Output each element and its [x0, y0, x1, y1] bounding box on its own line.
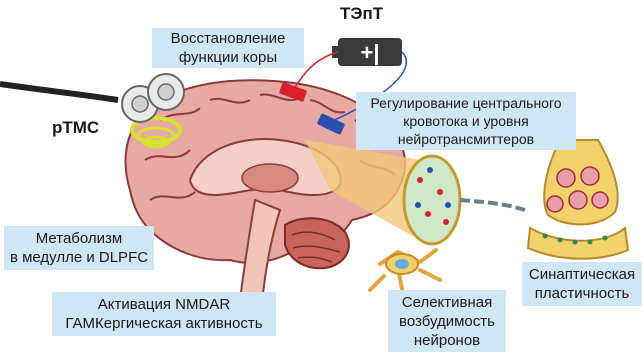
- metabolism-line-2: в медулле и DLPFC: [10, 248, 148, 267]
- rtms-label: рТМС: [52, 118, 99, 138]
- selective-line-1: Селективная: [402, 293, 492, 312]
- svg-text:+|: +|: [360, 40, 379, 65]
- blood-flow-line-3: нейротрансмиттеров: [398, 130, 534, 148]
- selective-line-2: возбудимость: [399, 312, 495, 331]
- metabolism-line-1: Метаболизм: [36, 229, 122, 248]
- synapse-illustration: [528, 140, 628, 259]
- cortex-recovery-box: Восстановление функции коры: [152, 28, 304, 68]
- nmdar-line-1: Активация NMDAR: [98, 295, 230, 314]
- blood-flow-box: Регулирование центрального кровотока и у…: [356, 92, 576, 150]
- synaptic-box: Синаптическая пластичность: [522, 262, 642, 306]
- nmdar-box: Активация NMDAR ГАМКергическая активност…: [52, 292, 276, 336]
- synaptic-line-2: пластичность: [535, 284, 630, 303]
- coil-cable: [0, 84, 118, 100]
- tdcs-label: ТЭпТ: [340, 4, 383, 24]
- nmdar-line-2: ГАМКергическая активность: [65, 314, 262, 333]
- selective-line-3: нейронов: [414, 331, 480, 350]
- synaptic-line-1: Синаптическая: [529, 265, 635, 284]
- metabolism-box: Метаболизм в медулле и DLPFC: [4, 226, 154, 270]
- blood-flow-line-1: Регулирование центрального: [370, 94, 561, 112]
- selective-box: Селективная возбудимость нейронов: [388, 290, 506, 352]
- blood-flow-line-2: кровотока и уровня: [403, 112, 528, 130]
- cortex-recovery-line-1: Восстановление: [171, 29, 286, 48]
- cortex-recovery-line-2: функции коры: [179, 48, 277, 67]
